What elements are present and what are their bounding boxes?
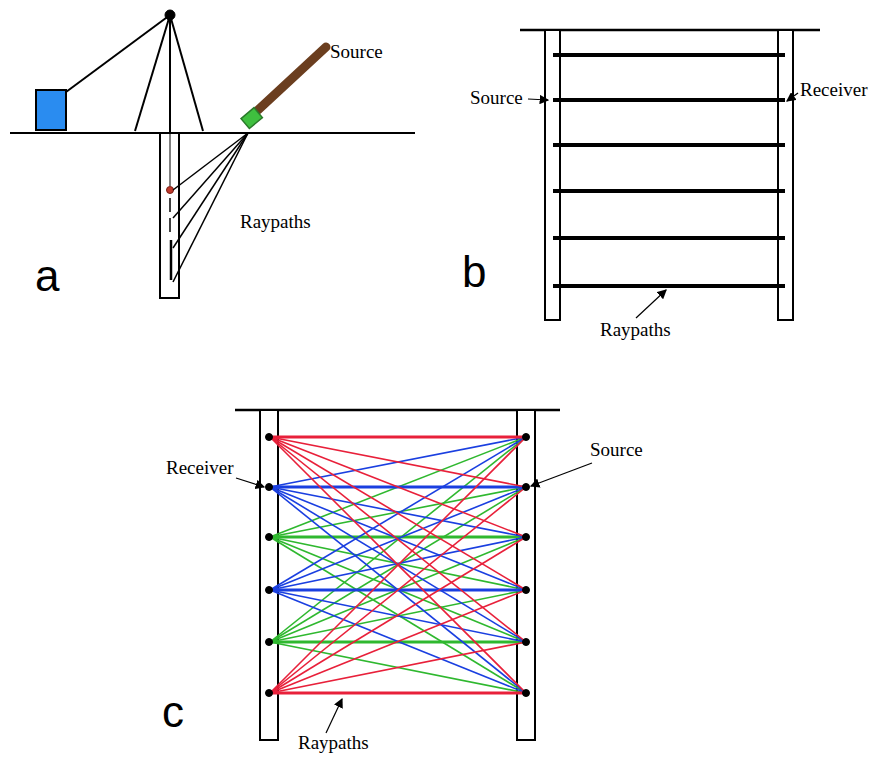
sensor-dot xyxy=(523,587,530,594)
raypath-line xyxy=(270,487,526,537)
raypath-line xyxy=(270,590,526,693)
sensor-dot xyxy=(266,534,273,541)
raypath-line xyxy=(270,437,526,642)
raypath-line xyxy=(270,487,526,693)
source-label: Source xyxy=(590,440,643,461)
raypaths-label: Raypaths xyxy=(600,320,671,341)
sensor-dot xyxy=(266,690,273,697)
panel-a xyxy=(10,10,415,298)
sensor-dot xyxy=(266,639,273,646)
raypath-line xyxy=(270,590,526,642)
raypath-line xyxy=(270,437,526,642)
sensor-dot xyxy=(523,434,530,441)
sensor-dot xyxy=(523,639,530,646)
sensor-dot xyxy=(523,484,530,491)
sensor-dot xyxy=(523,534,530,541)
panel-letter: a xyxy=(35,252,59,300)
raypath-line xyxy=(270,437,526,487)
raypaths-label: Raypaths xyxy=(298,733,369,754)
raypath-line xyxy=(270,437,526,590)
panel-c xyxy=(235,410,592,740)
raypath-line xyxy=(270,537,526,590)
raypath-line xyxy=(270,437,526,693)
raypath-line xyxy=(270,642,526,693)
raypaths-label: Raypaths xyxy=(240,212,311,233)
panel-b xyxy=(520,30,820,320)
raypath-line xyxy=(270,537,526,693)
raypath-line xyxy=(270,437,526,537)
panel-letter: c xyxy=(162,688,184,736)
raypath-line xyxy=(270,487,526,693)
receiver-label: Receiver xyxy=(800,80,868,101)
panel-letter: b xyxy=(462,248,486,296)
sensor-dot xyxy=(266,434,273,441)
raypath-line xyxy=(270,437,526,487)
raypath-line xyxy=(270,537,526,693)
raypath-line xyxy=(270,642,526,693)
raypath-line xyxy=(270,590,526,693)
sensor-dots xyxy=(266,434,530,697)
ray-fan xyxy=(270,437,526,693)
sensor-dot xyxy=(266,587,273,594)
raypath-line xyxy=(270,437,526,693)
source-label: Source xyxy=(330,42,383,63)
receiver-label: Receiver xyxy=(166,458,234,479)
raypath-line xyxy=(270,487,526,537)
source-label: Source xyxy=(470,88,523,109)
raypath-line xyxy=(270,437,526,537)
raypath-line xyxy=(270,692,526,695)
raypath-line xyxy=(270,436,526,439)
raypath-line xyxy=(270,537,526,590)
raypath-line xyxy=(270,437,526,590)
sensor-dot xyxy=(266,484,273,491)
raypath-line xyxy=(270,590,526,642)
sensor-dot xyxy=(523,690,530,697)
